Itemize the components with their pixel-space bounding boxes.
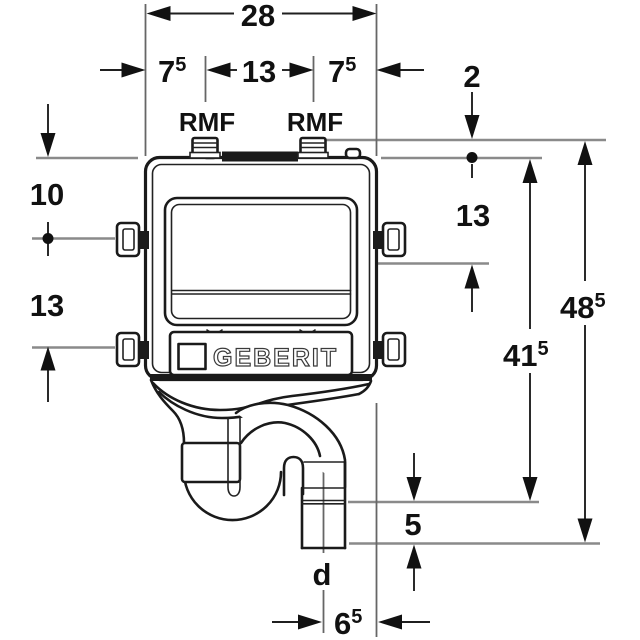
box-top-rim-bar — [222, 151, 298, 162]
fixing-clip-left-lower — [115, 331, 149, 368]
port-base — [189, 151, 221, 159]
port-body — [191, 136, 219, 156]
arrow-up — [406, 544, 422, 569]
inlet-port-left — [189, 136, 221, 159]
dim-sup: 5 — [345, 54, 356, 76]
dim-right-offset-text: 75 — [328, 54, 356, 89]
clip-slot — [387, 338, 400, 361]
funnel-right-outline — [357, 379, 373, 396]
arrow-down — [522, 477, 538, 501]
dim-base: 7 — [158, 54, 175, 89]
dim-48-text: 485 — [560, 290, 606, 325]
dim-41-text: 415 — [503, 338, 549, 373]
brand-panel: GEBERIT — [168, 330, 354, 377]
arrow-down — [40, 133, 56, 157]
fixing-clip-left-upper — [115, 221, 149, 258]
dimension-top-to-outlet-step: 415 — [503, 159, 549, 501]
inner-downpipe — [227, 442, 241, 497]
arrow-right — [352, 6, 377, 21]
arrow-left — [146, 6, 171, 21]
dim-13-left-text: 13 — [30, 288, 64, 323]
dimension-left-port-offset: 75 — [100, 54, 186, 89]
arrow-right — [121, 62, 146, 78]
clip-body — [115, 331, 141, 368]
dimension-fixing-spacing: 13 — [30, 288, 64, 402]
dim-base: 48 — [560, 290, 594, 325]
access-panel — [163, 196, 359, 334]
dimension-right-port-offset: 75 — [328, 54, 424, 89]
dim-base: 41 — [503, 338, 537, 373]
dim-port-height-text: 2 — [463, 59, 480, 94]
dim-sup: 5 — [175, 54, 186, 76]
arrow-up — [40, 346, 56, 371]
dim-sup: 5 — [351, 606, 362, 628]
arrow-up — [577, 141, 593, 165]
arrow-right — [289, 62, 314, 78]
arrow-right — [298, 614, 322, 630]
datum-dot — [466, 152, 478, 163]
brand-panel-frame — [168, 330, 354, 377]
clip-slot — [122, 228, 135, 251]
lid-tab-right — [344, 147, 362, 160]
dim-sup: 5 — [594, 290, 605, 312]
inlet-port-right — [297, 136, 329, 159]
dimension-outlet-step-height: 5 — [404, 453, 422, 591]
dim-port-spacing-text: 13 — [242, 54, 276, 89]
arrow-left — [376, 62, 401, 78]
datum-dot — [42, 233, 54, 244]
dimension-top-to-upper-fixing: 10 — [30, 104, 64, 256]
port-label-left: RMF — [179, 107, 235, 137]
port-body — [299, 136, 327, 156]
dim-5-text: 5 — [404, 507, 421, 542]
dim-water-level-text: 13 — [456, 198, 490, 233]
u-bend-outer — [182, 470, 283, 522]
trap-assembly — [149, 378, 373, 550]
dimension-port-spacing: 13 — [206, 54, 314, 89]
dim-total-width-text: 28 — [241, 0, 275, 33]
dimension-port-height: 2 — [463, 59, 481, 178]
arrow-down — [406, 477, 422, 501]
arrow-left — [378, 614, 402, 630]
arrow-down — [577, 518, 593, 543]
port-base — [297, 151, 329, 159]
clip-body — [381, 331, 407, 368]
panel-inner — [170, 203, 352, 320]
arrow-down — [464, 115, 480, 139]
dimension-top-to-water-level: 13 — [456, 198, 490, 312]
dim-base: 6 — [334, 606, 351, 640]
panel-outer — [163, 196, 359, 327]
rising-bend-inner-arc — [239, 421, 322, 458]
compression-nut — [180, 441, 242, 484]
fixing-clip-right-upper — [373, 221, 407, 258]
dim-65-text: 65 — [334, 606, 362, 640]
dim-left-offset-text: 75 — [158, 54, 186, 89]
dim-sup: 5 — [537, 338, 548, 360]
clip-body — [115, 221, 141, 258]
brand-label: GEBERIT — [213, 344, 338, 372]
brand-logo-square — [177, 342, 207, 371]
dim-10-text: 10 — [30, 177, 64, 212]
dimension-total-height: 485 — [560, 141, 606, 543]
port-label-right: RMF — [287, 107, 343, 137]
dim-base: 7 — [328, 54, 345, 89]
bend-inner-wall — [282, 455, 305, 497]
dimension-total-width: 28 — [146, 0, 377, 33]
outlet-diameter-label: d — [313, 557, 332, 592]
arrow-up — [464, 264, 480, 289]
box-bottom-bar — [150, 374, 372, 381]
arrow-left — [206, 62, 231, 78]
fixing-clip-right-lower — [373, 331, 407, 368]
funnel-left-outline — [149, 378, 186, 445]
clip-slot — [387, 228, 400, 251]
dimension-outlet-horizontal-offset: 65 — [272, 606, 430, 640]
arrow-up — [522, 159, 538, 183]
clip-body — [381, 221, 407, 258]
clip-slot — [122, 338, 135, 361]
